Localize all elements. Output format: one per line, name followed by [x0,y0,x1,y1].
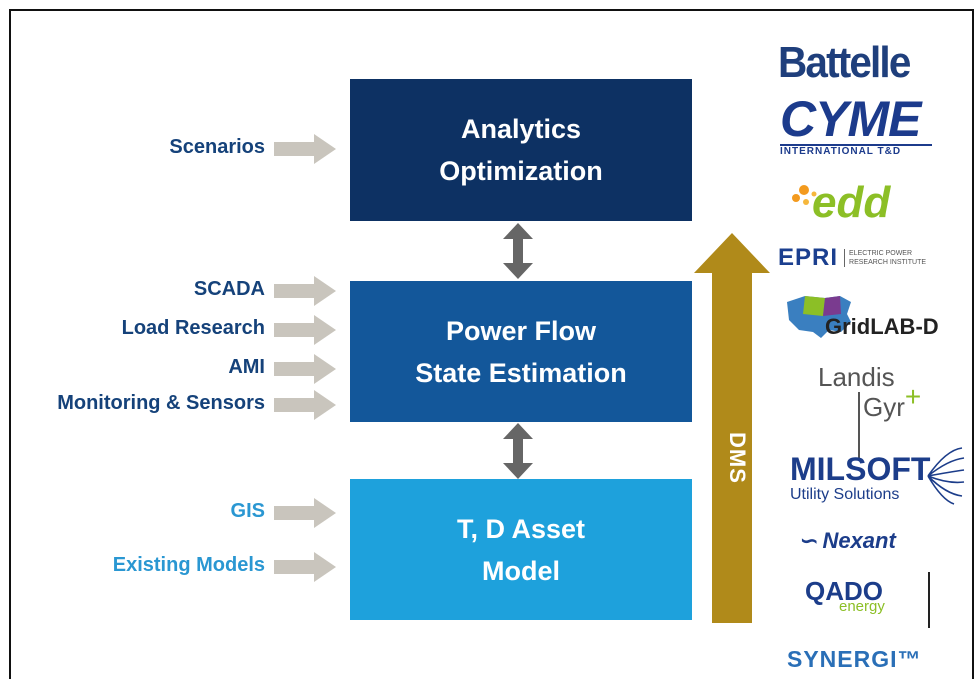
input-label-ami: AMI [228,356,265,378]
milsoft-logo-subtitle: Utility Solutions [790,486,900,503]
cyme-logo-subtitle: INTERNATIONAL T&D [780,144,932,157]
cyme-logo: CYME INTERNATIONAL T&D [780,91,932,157]
nexant-logo-word: Nexant [822,528,896,553]
landis-gyr-logo: Landis Gyr+ [818,362,921,458]
input-label-monitoring: Monitoring & Sensors [57,392,265,414]
landis-plus-icon: + [904,381,922,412]
edd-logo-word: edd [812,178,891,227]
milsoft-burst-icon [927,447,965,505]
us-map-icon [787,296,851,338]
input-label-existing-models: Existing Models [112,554,265,576]
input-arrow-gis [274,498,336,528]
double-arrow-analytics-power [503,223,533,279]
gridlab-d-logo-word: GridLAB-D [825,314,939,339]
input-arrow-existing-models [274,552,336,582]
input-label-gis: GIS [230,500,265,522]
input-label-load-research: Load Research [121,317,265,339]
epri-logo-subtitle: ELECTRIC POWER RESEARCH INSTITUTE [844,249,926,267]
landis-word: Landis [818,362,895,392]
epri-logo-word: EPRI [778,244,839,271]
nexant-logo: ∽Nexant [800,528,896,554]
power-line-1: Power Flow [445,315,597,346]
synergi-logo: SYNERGI™ [787,646,922,672]
asset-line-2: Model [482,555,560,586]
gridlab-d-logo: GridLAB-D [785,292,950,344]
qado-logo-word: QADO [805,576,883,606]
analytics-optimization-box: Analytics Optimization [350,79,692,221]
input-arrow-scenarios [274,134,336,164]
power-line-2: State Estimation [415,357,627,388]
power-flow-box: Power Flow State Estimation [350,281,692,422]
gyr-word: Gyr [863,392,905,422]
edd-logo: edd [790,178,890,228]
diagram-frame [9,9,974,679]
double-arrow-power-asset [503,423,533,479]
qado-divider [928,572,930,628]
epri-subtitle-line-2: RESEARCH INSTITUTE [849,259,927,266]
nexant-swirl-icon: ∽ [800,528,819,553]
input-arrow-load-research [274,315,336,345]
input-label-scada: SCADA [193,278,265,300]
input-arrow-monitoring [274,390,336,420]
input-arrow-scada [274,276,336,306]
edd-dots-icon [792,185,817,205]
milsoft-logo-word: MILSOFT [790,451,931,487]
input-arrow-ami [274,354,336,384]
dms-label: DMS [725,432,750,484]
asset-model-box: T, D Asset Model [350,479,692,620]
battelle-logo: Battelle [778,38,911,87]
landis-gyr-line: Gyr+ [858,382,921,458]
epri-subtitle-line-1: ELECTRIC POWER [849,250,913,257]
analytics-line-2: Optimization [439,156,603,186]
qado-logo-subtitle: energy [839,598,885,615]
dms-up-arrow [694,233,770,623]
analytics-line-1: Analytics [460,114,582,144]
input-label-scenarios: Scenarios [169,136,265,158]
cyme-logo-word: CYME [780,91,921,147]
asset-line-1: T, D Asset [456,513,586,544]
qado-energy-logo: QADO energy [805,572,930,628]
epri-logo: EPRI ELECTRIC POWER RESEARCH INSTITUTE [778,244,926,272]
milsoft-logo: MILSOFT Utility Solutions [790,447,965,505]
